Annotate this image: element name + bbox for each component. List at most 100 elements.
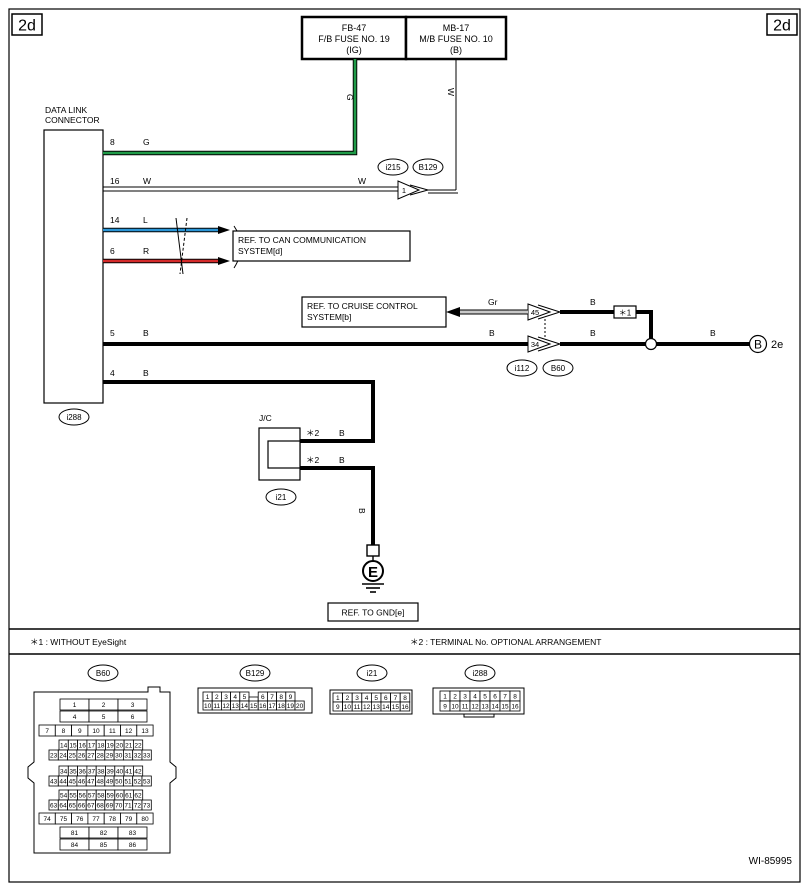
connector-tag-i21[interactable]: i21 xyxy=(265,488,297,506)
connector-tag-i215[interactable]: i215 xyxy=(377,158,409,176)
ground-symbol-e[interactable]: E xyxy=(362,560,384,582)
page-tag-right[interactable]: 2d xyxy=(766,13,798,36)
svg-text:8: 8 xyxy=(279,694,283,701)
svg-text:i215: i215 xyxy=(385,163,401,172)
ref-cruise-control[interactable]: REF. TO CRUISE CONTROL SYSTEM[b] xyxy=(301,296,447,328)
pin-b60-3: 3 xyxy=(117,698,148,711)
ground-terminal xyxy=(366,544,380,557)
svg-text:52: 52 xyxy=(134,779,142,786)
offpage-connector-b[interactable]: B xyxy=(748,334,768,354)
pin-b60-28: 28 xyxy=(95,749,106,761)
pin-b60-41: 41 xyxy=(123,765,134,777)
connector-view-b129-tag[interactable]: B129 xyxy=(239,664,271,682)
svg-text:12: 12 xyxy=(125,728,133,735)
connector-tag-i288[interactable]: i288 xyxy=(58,408,90,426)
svg-text:B: B xyxy=(754,338,762,352)
pin-b129-16: 16 xyxy=(257,700,268,711)
connector-i215-arrow[interactable] xyxy=(397,180,421,200)
pin-b60-11: 11 xyxy=(103,724,121,737)
svg-text:67: 67 xyxy=(87,803,95,810)
page-tag-left[interactable]: 2d xyxy=(11,13,43,36)
pin-i21-7: 7 xyxy=(390,692,401,703)
svg-text:2: 2 xyxy=(102,702,106,709)
wire-14-color: L xyxy=(143,215,148,225)
svg-text:B60: B60 xyxy=(96,669,111,678)
wire-b-branch-right[interactable] xyxy=(636,310,653,344)
pin-b60-64: 64 xyxy=(57,799,68,811)
pin-b129-6: 6 xyxy=(257,691,268,702)
svg-text:33: 33 xyxy=(143,753,151,760)
svg-text:20: 20 xyxy=(296,703,304,710)
svg-text:2d: 2d xyxy=(773,18,791,35)
wire-4-pin: 4 xyxy=(110,368,115,378)
connector-view-b60-tag[interactable]: B60 xyxy=(87,664,119,682)
connector-pin-45: 45 xyxy=(531,308,539,317)
svg-text:5: 5 xyxy=(243,694,247,701)
svg-text:7: 7 xyxy=(394,695,398,702)
svg-text:14: 14 xyxy=(382,704,390,711)
pin-b60-52: 52 xyxy=(132,775,143,787)
pin-i288-16: 16 xyxy=(509,700,521,712)
pin-b129-15: 15 xyxy=(248,700,259,711)
ref-gnd[interactable]: REF. TO GND[e] xyxy=(327,602,419,622)
svg-text:79: 79 xyxy=(125,816,133,823)
pin-b60-46: 46 xyxy=(76,775,87,787)
wire-5-right-label: B xyxy=(489,328,495,338)
wire-4-black[interactable] xyxy=(103,380,375,443)
connector-view-i288-tag[interactable]: i288 xyxy=(464,664,496,682)
connector-34-arrow[interactable] xyxy=(527,335,552,353)
ref-can-communication[interactable]: REF. TO CAN COMMUNICATION SYSTEM[d] xyxy=(232,230,411,262)
pin-b60-84: 84 xyxy=(59,838,90,851)
svg-text:B129: B129 xyxy=(246,669,265,678)
wire-8-pin: 8 xyxy=(110,137,115,147)
svg-text:7: 7 xyxy=(503,694,507,701)
svg-text:43: 43 xyxy=(50,779,58,786)
svg-text:14: 14 xyxy=(60,743,68,750)
svg-text:3: 3 xyxy=(224,694,228,701)
wire-jc-to-ground[interactable] xyxy=(300,466,375,546)
svg-text:54: 54 xyxy=(60,793,68,800)
pin-b60-33: 33 xyxy=(141,749,152,761)
svg-text:15: 15 xyxy=(69,743,77,750)
svg-text:71: 71 xyxy=(124,803,132,810)
pin-b60-4: 4 xyxy=(59,710,90,723)
pin-b60-71: 71 xyxy=(123,799,134,811)
pin-b60-36: 36 xyxy=(77,765,88,777)
pin-b60-26: 26 xyxy=(76,749,87,761)
svg-text:i21: i21 xyxy=(276,493,287,502)
connector-view-i21-tag[interactable]: i21 xyxy=(356,664,388,682)
svg-text:9: 9 xyxy=(443,704,447,711)
pin-b60-56: 56 xyxy=(77,789,88,801)
wire-8-green[interactable] xyxy=(103,59,357,155)
svg-text:16: 16 xyxy=(511,704,519,711)
wire-6-arrow xyxy=(218,257,230,265)
connector-tag-b129[interactable]: B129 xyxy=(412,158,444,176)
pin-b129-1: 1 xyxy=(202,691,213,702)
pin-b60-42: 42 xyxy=(132,765,144,777)
connector-tag-i112[interactable]: i112 xyxy=(506,359,538,377)
svg-text:10: 10 xyxy=(92,728,100,735)
pin-b129-12: 12 xyxy=(220,700,231,711)
data-link-connector[interactable] xyxy=(43,129,104,404)
pin-b129-10: 10 xyxy=(202,700,213,711)
pin-b60-78: 78 xyxy=(103,812,121,825)
pin-b60-19: 19 xyxy=(105,739,116,751)
svg-text:10: 10 xyxy=(204,703,212,710)
pin-b129-11: 11 xyxy=(211,700,222,711)
connector-tag-b60[interactable]: B60 xyxy=(542,359,574,377)
svg-text:B129: B129 xyxy=(419,163,438,172)
wire-14-pin: 14 xyxy=(110,215,120,225)
wire-gr-arrow xyxy=(446,307,460,317)
svg-text:51: 51 xyxy=(124,779,132,786)
svg-text:11: 11 xyxy=(213,703,220,710)
svg-text:8: 8 xyxy=(62,728,66,735)
wire-gr-label: Gr xyxy=(488,297,498,307)
pin-b60-82: 82 xyxy=(88,826,119,839)
svg-text:16: 16 xyxy=(401,704,409,711)
svg-text:78: 78 xyxy=(109,816,117,823)
connector-i288-latch xyxy=(463,713,495,718)
svg-text:E: E xyxy=(368,564,378,581)
